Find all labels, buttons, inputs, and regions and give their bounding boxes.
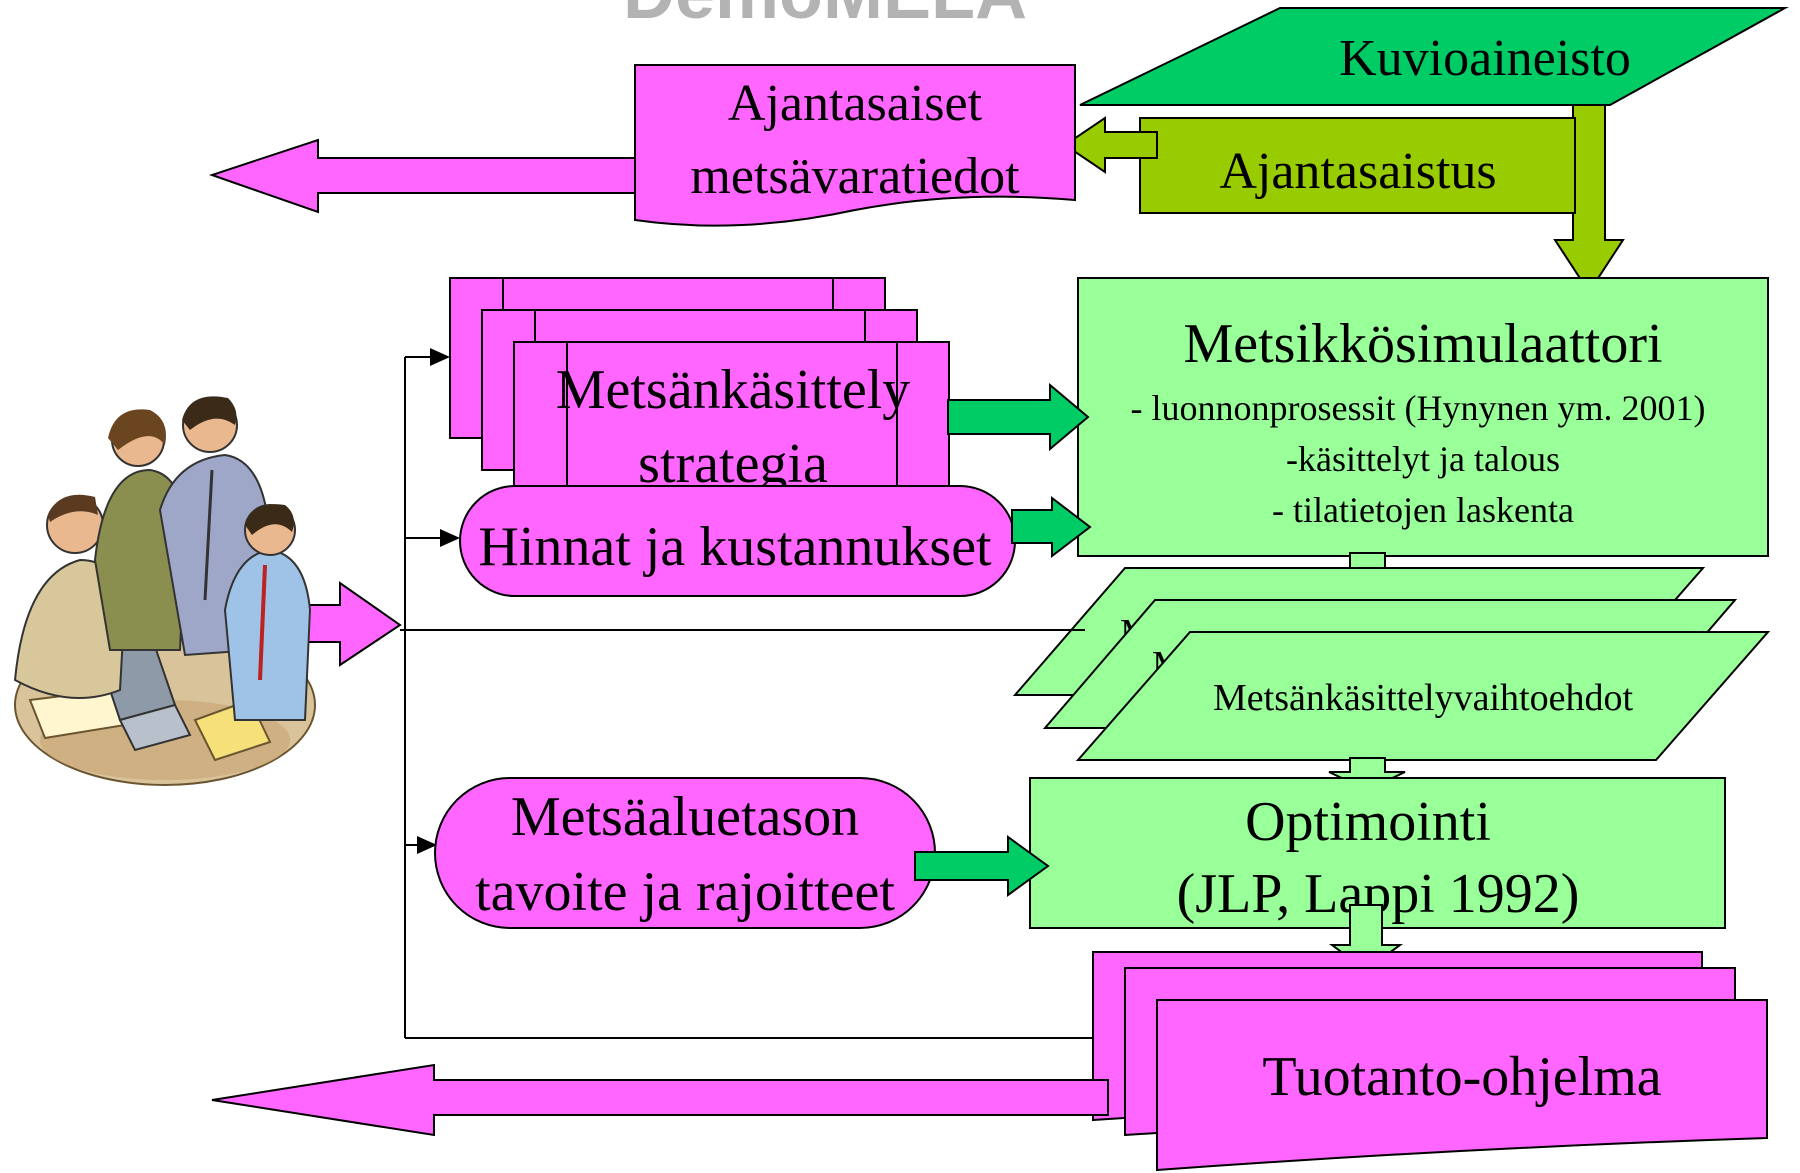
tuotanto-stack	[1092, 951, 1768, 1172]
kuvioaineisto-shape	[1079, 7, 1789, 106]
ajantasaiset-line2: metsävaratiedot	[690, 148, 1020, 205]
simulaattori-title: Metsikkösimulaattori	[1183, 313, 1662, 375]
tuotanto-label: Tuotanto-ohjelma	[1262, 1046, 1661, 1108]
hinnat-label: Hinnat ja kustannukset	[478, 516, 992, 578]
output-arrow-top	[208, 138, 636, 214]
kuvio-to-simulator-arrow	[1553, 104, 1625, 294]
ajantasaistus-box	[1139, 117, 1576, 214]
ajantasaiset-document	[634, 64, 1076, 227]
strategia-line1: Metsänkäsittely	[556, 359, 911, 421]
hinnat-to-simulator-arrow	[1011, 495, 1092, 559]
strategia-line2: strategia	[638, 433, 828, 495]
output-arrow-bottom	[211, 1063, 1109, 1137]
simulaattori-line2: -käsittelyt ja talous	[1286, 439, 1560, 479]
ajantasaiset-line1: Ajantasaiset	[728, 75, 983, 132]
ajantasaistus-label: Ajantasaistus	[1219, 143, 1496, 200]
simulaattori-box	[1077, 277, 1769, 557]
simulaattori-line1: - luonnonprosessit (Hynynen ym. 2001)	[1131, 388, 1706, 428]
tavoite-line1: Metsäaluetason	[511, 786, 859, 848]
simulaattori-line3: - tilatietojen laskenta	[1272, 490, 1574, 530]
branch-arrowhead-tavoite	[417, 836, 437, 854]
tavoite-line2: tavoite ja rajoitteet	[475, 861, 895, 923]
branch-arrowhead-strategia	[430, 348, 450, 366]
branch-arrowhead-hinnat	[440, 529, 460, 547]
kuvioaineisto-label: Kuvioaineisto	[1339, 30, 1631, 87]
optimointi-box	[1029, 777, 1726, 929]
people-icon	[13, 396, 316, 786]
optimointi-line1: Optimointi	[1245, 791, 1491, 853]
vaihtoehdot-label: Metsänkäsittelyvaihtoehdot	[1213, 677, 1633, 719]
ajantasaistus-arrow	[1063, 116, 1158, 174]
feedback-connectors	[400, 356, 1093, 1039]
diagram-title: DemoMELA	[623, 0, 1027, 34]
vaihtoehdot-stack: Met Me	[1012, 567, 1771, 761]
tavoite-to-optimointi-arrow	[914, 835, 1050, 897]
strategia-to-simulator-arrow	[947, 382, 1090, 452]
strategia-stack	[449, 277, 950, 503]
